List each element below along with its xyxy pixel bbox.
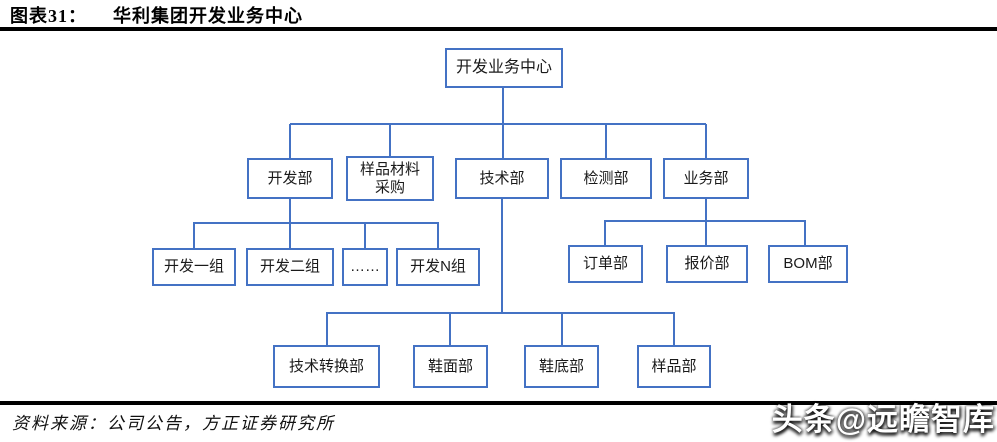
- figure-header: 图表31： 华利集团开发业务中心: [10, 2, 990, 28]
- org-box-development-dept: 开发部: [247, 158, 333, 199]
- org-box-dev-group-ellipsis: ……: [342, 248, 388, 286]
- org-box-sample-material-purchasing: 样品材料采购: [346, 156, 434, 201]
- figure-title: 华利集团开发业务中心: [113, 6, 303, 26]
- org-box-technology-dept: 技术部: [455, 158, 549, 199]
- org-box-testing-dept: 检测部: [560, 158, 652, 199]
- org-box-root: 开发业务中心: [445, 48, 563, 88]
- source-note: 资料来源：公司公告，方正证券研究所: [12, 414, 335, 433]
- footer-rule: [0, 401, 997, 405]
- org-box-dev-group-2: 开发二组: [246, 248, 334, 286]
- org-box-dev-group-1: 开发一组: [152, 248, 236, 286]
- org-box-tech-conversion-dept: 技术转换部: [273, 345, 380, 388]
- toutiao-watermark: 头条@远瞻智库: [771, 402, 995, 437]
- org-box-quotation-dept: 报价部: [666, 245, 748, 283]
- org-box-bom-dept: BOM部: [768, 245, 848, 283]
- org-box-shoe-sole-dept: 鞋底部: [524, 345, 599, 388]
- org-box-dev-group-n: 开发N组: [396, 248, 480, 286]
- figure-label: 图表31：: [10, 6, 87, 26]
- org-box-order-dept: 订单部: [568, 245, 643, 283]
- header-rule: [0, 27, 997, 31]
- org-box-business-dept: 业务部: [663, 158, 749, 199]
- org-box-shoe-upper-dept: 鞋面部: [413, 345, 488, 388]
- org-box-sample-dept: 样品部: [637, 345, 711, 388]
